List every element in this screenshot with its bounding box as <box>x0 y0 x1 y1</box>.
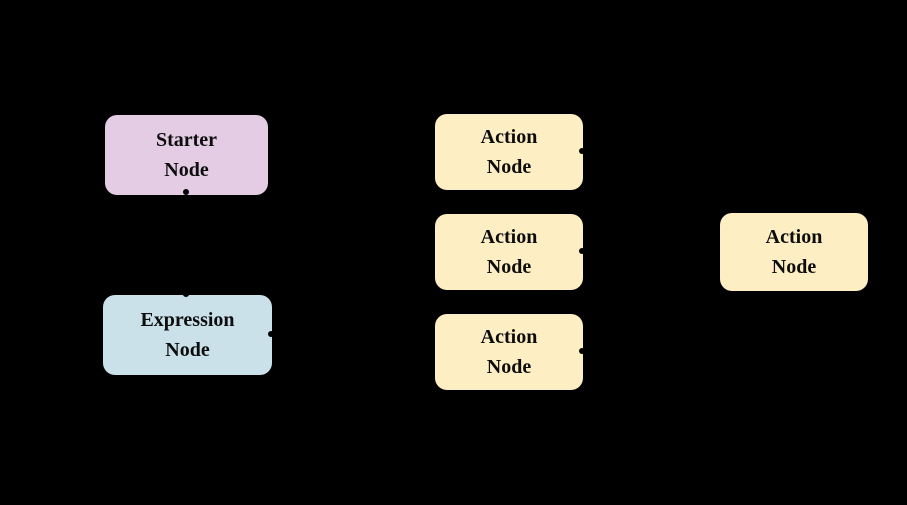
action-node-1: Action Node <box>435 114 583 190</box>
connector-stub-dot <box>579 248 585 254</box>
connector-stub-dot <box>579 148 585 154</box>
starter-node: Starter Node <box>105 115 268 195</box>
connector-stub-dot <box>268 331 274 337</box>
connector-stub-dot <box>183 292 189 297</box>
connector-stub-dot <box>579 348 585 354</box>
connector-stub-dot <box>183 189 189 195</box>
action-node-right: Action Node <box>720 213 868 291</box>
action-node-3: Action Node <box>435 314 583 390</box>
action-node-2: Action Node <box>435 214 583 290</box>
expression-node: Expression Node <box>103 295 272 375</box>
